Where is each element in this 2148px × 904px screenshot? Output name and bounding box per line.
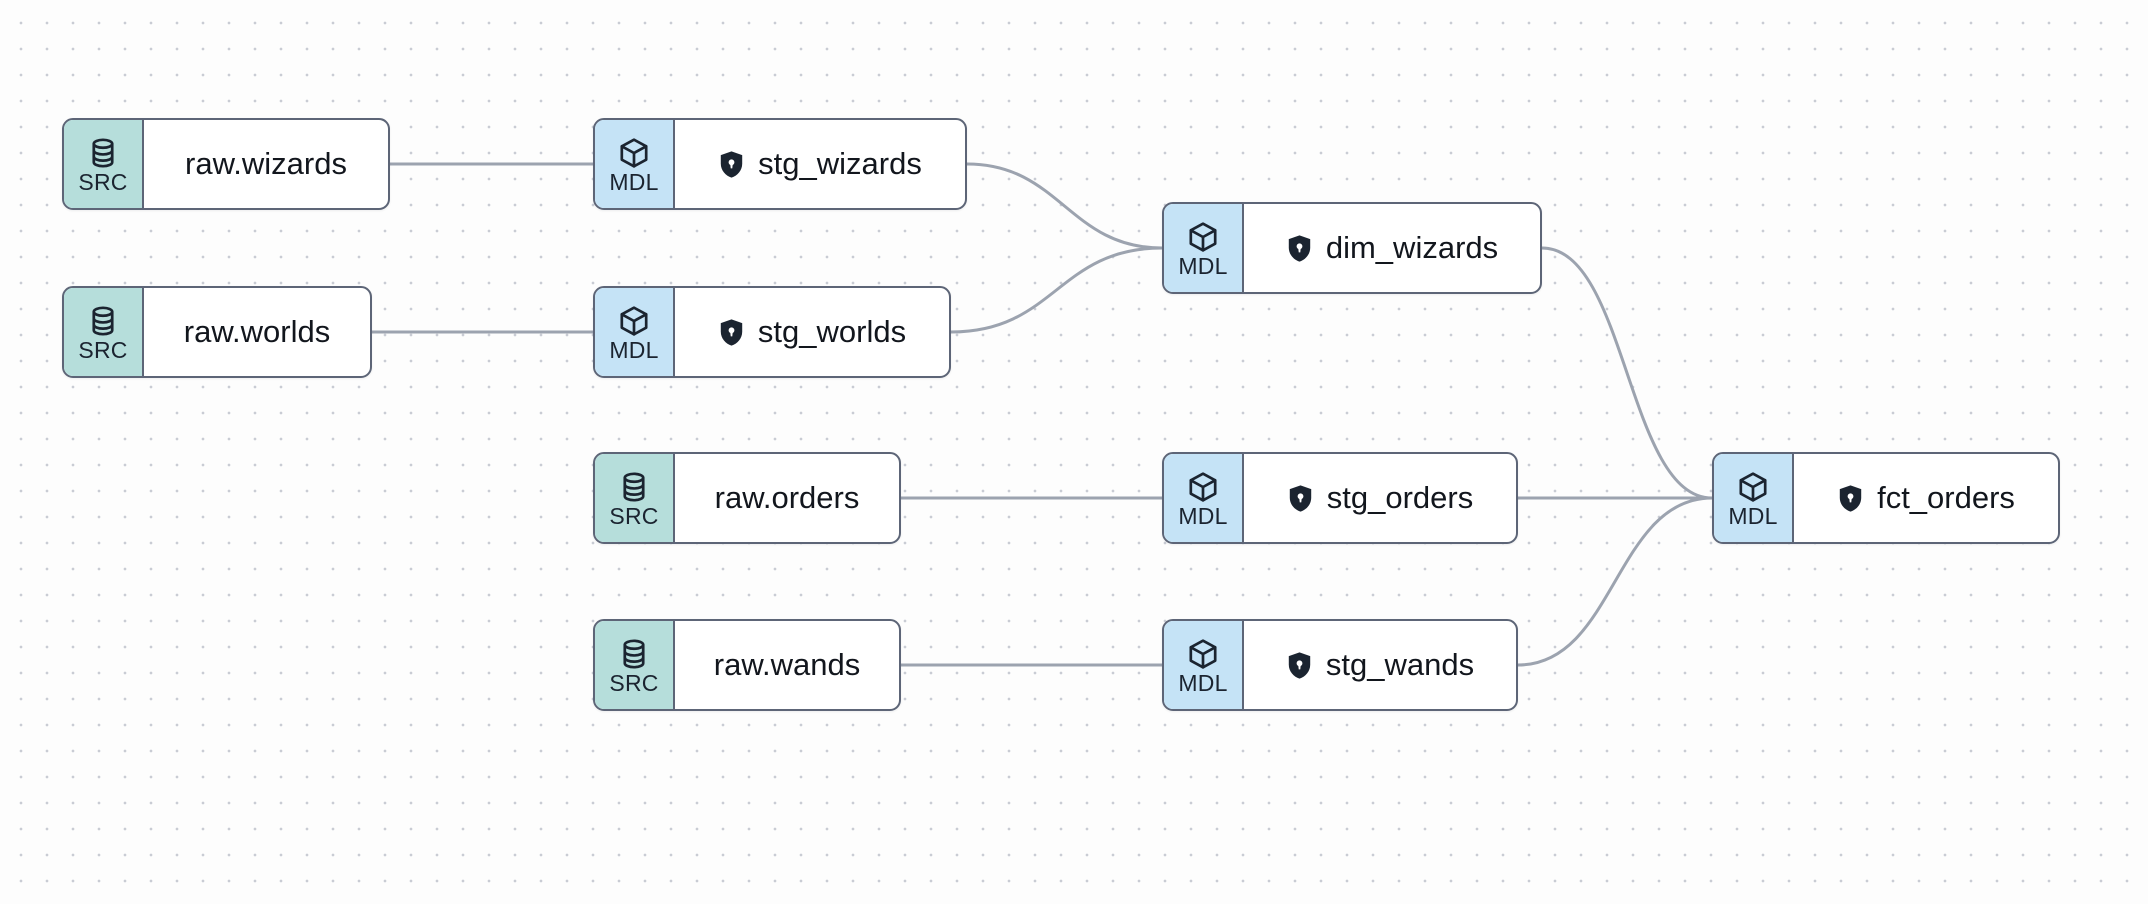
lineage-node-raw-worlds[interactable]: SRC raw.worlds — [62, 286, 372, 378]
node-type-badge-label: SRC — [78, 168, 128, 195]
node-type-badge: SRC — [595, 454, 675, 542]
node-type-badge: MDL — [1164, 454, 1244, 542]
database-icon — [617, 470, 651, 504]
node-type-badge: SRC — [64, 120, 144, 208]
node-type-badge: MDL — [1164, 621, 1244, 709]
node-type-badge: SRC — [595, 621, 675, 709]
database-icon — [86, 304, 120, 338]
lineage-edge[interactable] — [965, 162, 1164, 250]
lineage-node-dim-wizards[interactable]: MDL dim_wizards — [1162, 202, 1542, 294]
node-type-badge-label: SRC — [609, 502, 659, 529]
cube-icon — [1186, 470, 1220, 504]
node-body: raw.wizards — [144, 120, 388, 208]
shield-lock-icon — [1837, 484, 1864, 513]
lineage-node-fct-orders[interactable]: MDL fct_orders — [1712, 452, 2060, 544]
cube-icon — [1736, 470, 1770, 504]
node-label: raw.worlds — [183, 313, 331, 349]
cube-icon — [1186, 220, 1220, 254]
lineage-node-raw-wizards[interactable]: SRC raw.wizards — [62, 118, 390, 210]
node-label: stg_wizards — [758, 145, 922, 181]
node-type-badge-label: MDL — [1178, 669, 1228, 696]
node-body: fct_orders — [1794, 454, 2058, 542]
node-type-badge-label: SRC — [78, 336, 128, 363]
shield-lock-icon — [1287, 484, 1314, 513]
node-body: stg_worlds — [675, 288, 949, 376]
lineage-edge[interactable] — [1540, 246, 1714, 500]
node-label: dim_wizards — [1325, 229, 1499, 265]
shield-lock-icon — [718, 150, 745, 179]
node-label: raw.orders — [714, 479, 860, 515]
node-body: stg_wands — [1244, 621, 1516, 709]
database-icon — [86, 136, 120, 170]
node-label: stg_wands — [1325, 646, 1475, 682]
node-body: stg_wizards — [675, 120, 965, 208]
node-body: raw.wands — [675, 621, 899, 709]
node-type-badge-label: SRC — [609, 669, 659, 696]
lineage-node-stg-worlds[interactable]: MDL stg_worlds — [593, 286, 951, 378]
node-type-badge: MDL — [595, 288, 675, 376]
shield-lock-icon — [718, 318, 745, 347]
lineage-edge[interactable] — [1516, 496, 1714, 667]
node-type-badge: SRC — [64, 288, 144, 376]
node-type-badge-label: MDL — [1178, 252, 1228, 279]
node-body: raw.orders — [675, 454, 899, 542]
node-type-badge-label: MDL — [1728, 502, 1778, 529]
node-label: stg_orders — [1326, 479, 1474, 515]
shield-lock-icon — [1286, 234, 1313, 263]
node-label: raw.wands — [713, 646, 861, 682]
node-type-badge-label: MDL — [609, 168, 659, 195]
lineage-edge[interactable] — [949, 246, 1164, 334]
cube-icon — [617, 136, 651, 170]
node-type-badge: MDL — [1714, 454, 1794, 542]
lineage-node-stg-wizards[interactable]: MDL stg_wizards — [593, 118, 967, 210]
cube-icon — [617, 304, 651, 338]
node-label: fct_orders — [1877, 479, 2015, 515]
node-type-badge-label: MDL — [1178, 502, 1228, 529]
node-type-badge-label: MDL — [609, 336, 659, 363]
node-body: dim_wizards — [1244, 204, 1540, 292]
shield-lock-icon — [1286, 651, 1313, 680]
database-icon — [617, 637, 651, 671]
node-type-badge: MDL — [595, 120, 675, 208]
node-body: raw.worlds — [144, 288, 370, 376]
lineage-node-raw-orders[interactable]: SRC raw.orders — [593, 452, 901, 544]
node-label: stg_worlds — [757, 313, 907, 349]
lineage-node-stg-orders[interactable]: MDL stg_orders — [1162, 452, 1518, 544]
lineage-node-raw-wands[interactable]: SRC raw.wands — [593, 619, 901, 711]
lineage-node-stg-wands[interactable]: MDL stg_wands — [1162, 619, 1518, 711]
node-label: raw.wizards — [185, 145, 347, 181]
node-body: stg_orders — [1244, 454, 1516, 542]
cube-icon — [1186, 637, 1220, 671]
node-type-badge: MDL — [1164, 204, 1244, 292]
